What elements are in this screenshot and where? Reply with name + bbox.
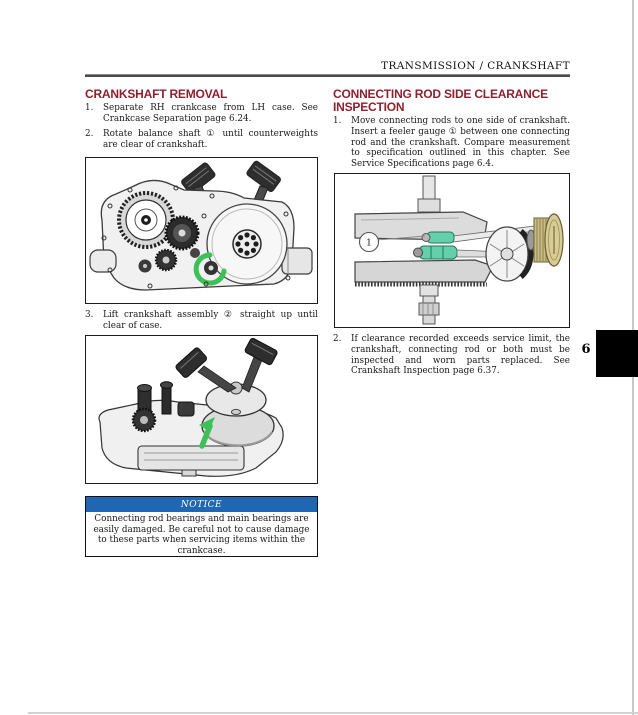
step-number: 1.: [333, 116, 342, 126]
chapter-tab-block: [596, 330, 638, 377]
page-header-title: TRANSMISSION / CRANKSHAFT: [381, 60, 570, 72]
step-item: 3. Lift crankshaft assembly ② straight u…: [85, 310, 318, 332]
step-text: Lift crankshaft assembly ② straight up u…: [103, 310, 318, 331]
step-item: 2. Rotate balance shaft ① until counterw…: [85, 129, 318, 151]
feeler-gauge-illustration: 1: [354, 175, 564, 325]
notice-label: NOTICE: [180, 499, 223, 510]
callout-circle: [358, 231, 380, 253]
step-number: 2.: [333, 334, 342, 344]
chapter-number: 6: [581, 342, 591, 357]
step-text: Move connecting rods to one side of cran…: [351, 116, 570, 170]
header-rule: [85, 74, 570, 77]
section-title-rod-side-clearance: CONNECTING ROD SIDE CLEARANCE INSPECTION: [333, 87, 548, 114]
step-number: 2.: [85, 129, 94, 139]
step-text: Separate RH crankcase from LH case. See …: [103, 103, 318, 124]
step-item: 1. Separate RH crankcase from LH case. S…: [85, 103, 318, 125]
step-item: 1. Move connecting rods to one side of c…: [333, 116, 570, 170]
step-item: 2. If clearance recorded exceeds service…: [333, 334, 570, 377]
notice-text: Connecting rod bearings and main bearing…: [93, 514, 310, 556]
section-title-crankshaft-removal: CRANKSHAFT REMOVAL: [85, 87, 228, 101]
figure-crankcase-balance-shaft: [85, 157, 318, 304]
callout-number: 1: [366, 239, 372, 249]
page-bottom-edge-line: [28, 712, 638, 714]
figure-feeler-gauge-clearance: 1: [334, 173, 570, 328]
crankcase-illustration: [89, 160, 313, 291]
figure-crankshaft-lift: [85, 335, 318, 484]
notice-box: NOTICE Connecting rod bearings and main …: [85, 496, 318, 557]
step-text: If clearance recorded exceeds service li…: [351, 334, 570, 377]
step-number: 3.: [85, 310, 94, 320]
notice-header-bar: NOTICE: [86, 497, 317, 512]
crankshaft-lift-illustration: [98, 337, 284, 477]
step-number: 1.: [85, 103, 94, 113]
step-text: Rotate balance shaft ① until counterweig…: [103, 129, 318, 150]
